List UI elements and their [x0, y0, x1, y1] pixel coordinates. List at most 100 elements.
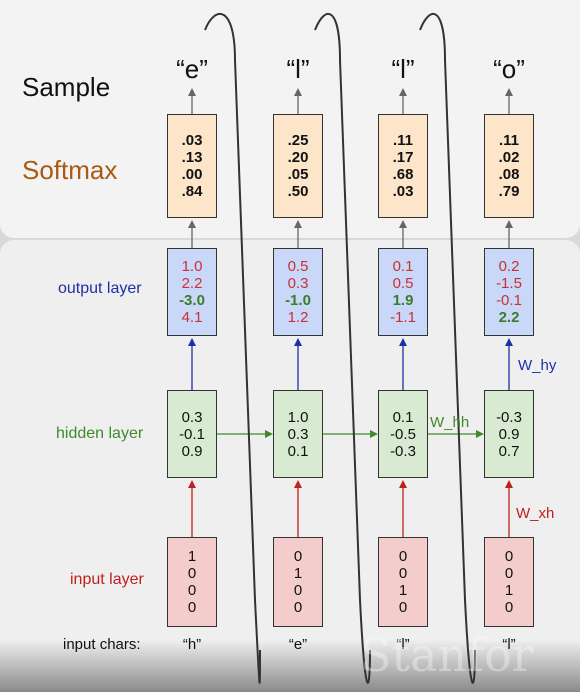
output-value: 4.1 [181, 309, 203, 326]
w-hy-arrowhead [399, 338, 407, 346]
input-value: 0 [398, 565, 408, 582]
hidden-value: -0.1 [179, 425, 205, 443]
output-value: 2.2 [181, 275, 203, 292]
hidden-box: 0.1-0.5-0.3 [378, 390, 428, 478]
input-chars-label: input chars: [63, 636, 141, 653]
hidden-value: 0.1 [392, 408, 414, 426]
input-value: 0 [398, 599, 408, 616]
w-xh-arrowhead [399, 480, 407, 488]
softmax-value: .20 [287, 149, 309, 166]
output-value: -1.5 [496, 275, 522, 292]
hidden-value: 0.9 [181, 442, 203, 460]
hidden-value: -0.5 [390, 425, 416, 443]
softmax-value: .00 [181, 166, 203, 183]
w-hh-arrowhead [265, 430, 273, 438]
softmax-value: .25 [287, 132, 309, 149]
watermark: Stanfor [360, 628, 534, 682]
output-value: -1.0 [285, 292, 311, 309]
hidden-value: -0.3 [496, 408, 522, 426]
sampled-char: “l” [391, 54, 415, 84]
softmax-box: .11.02.08.79 [484, 114, 534, 218]
sampled-char: “o” [493, 54, 525, 84]
output-value: 2.2 [498, 309, 520, 326]
softmax-value: .84 [181, 183, 203, 200]
output-value: 0.2 [498, 258, 520, 275]
output-value: -0.1 [496, 292, 522, 309]
hidden-layer-label: hidden layer [56, 425, 144, 442]
softmax-value: .68 [392, 166, 414, 183]
softmax-box: .03.13.00.84 [167, 114, 217, 218]
softmax-box: .25.20.05.50 [273, 114, 323, 218]
input-char: “e” [288, 636, 308, 653]
feedback-loop [204, 13, 261, 684]
sampled-char: “e” [176, 54, 208, 84]
softmax-value: .02 [498, 149, 520, 166]
w-hy-arrowhead [188, 338, 196, 346]
input-value: 1 [187, 548, 197, 565]
output-layer-label: output layer [58, 280, 142, 297]
input-char: “l” [502, 636, 516, 653]
softmax-value: .11 [392, 132, 414, 149]
output-value: 1.0 [181, 258, 203, 275]
hidden-value: 0.7 [498, 442, 520, 460]
hidden-value: 0.1 [287, 442, 309, 460]
output-value: 1.2 [287, 309, 309, 326]
softmax-arrowhead [294, 220, 302, 228]
softmax-value: .50 [287, 183, 309, 200]
sample-arrowhead [294, 88, 302, 96]
w-hy-arrowhead [505, 338, 513, 346]
hidden-value: 0.3 [287, 425, 309, 443]
input-char: “h” [182, 636, 202, 653]
input-char: “l” [396, 636, 410, 653]
input-value: 0 [398, 548, 408, 565]
input-value: 0 [187, 599, 197, 616]
sampled-char: “l” [286, 54, 310, 84]
softmax-value: .03 [392, 183, 414, 200]
input-value: 0 [293, 582, 303, 599]
input-value: 1 [504, 582, 514, 599]
softmax-arrowhead [188, 220, 196, 228]
sample-arrowhead [188, 88, 196, 96]
sample-arrowhead [399, 88, 407, 96]
softmax-value: .05 [287, 166, 309, 183]
input-value: 1 [398, 582, 408, 599]
w-xh-arrowhead [294, 480, 302, 488]
input-value: 1 [293, 565, 303, 582]
w-hy-arrowhead [294, 338, 302, 346]
output-value: 1.9 [392, 292, 414, 309]
hidden-value: 1.0 [287, 408, 309, 426]
input-value: 0 [187, 582, 197, 599]
output-value: -1.1 [390, 309, 416, 326]
input-layer-label: input layer [70, 571, 144, 588]
softmax-value: .03 [181, 132, 203, 149]
sample-arrowhead [505, 88, 513, 96]
output-value: -3.0 [179, 292, 205, 309]
w-xh-arrowhead [188, 480, 196, 488]
softmax-value: .79 [498, 183, 520, 200]
softmax-label: Softmax [22, 155, 118, 185]
w-hh-label: W_hh [430, 414, 470, 431]
hidden-value: 0.3 [181, 408, 203, 426]
w-hh-arrowhead [370, 430, 378, 438]
input-value: 0 [504, 565, 514, 582]
softmax-value: .08 [498, 166, 520, 183]
softmax-arrowhead [505, 220, 513, 228]
output-value: 0.1 [392, 258, 414, 275]
feedback-loop [419, 12, 476, 684]
output-value: 0.3 [287, 275, 309, 292]
output-value: 0.5 [392, 275, 414, 292]
softmax-box: .11.17.68.03 [378, 114, 428, 218]
softmax-value: .13 [181, 149, 203, 166]
softmax-value: .17 [392, 149, 414, 166]
